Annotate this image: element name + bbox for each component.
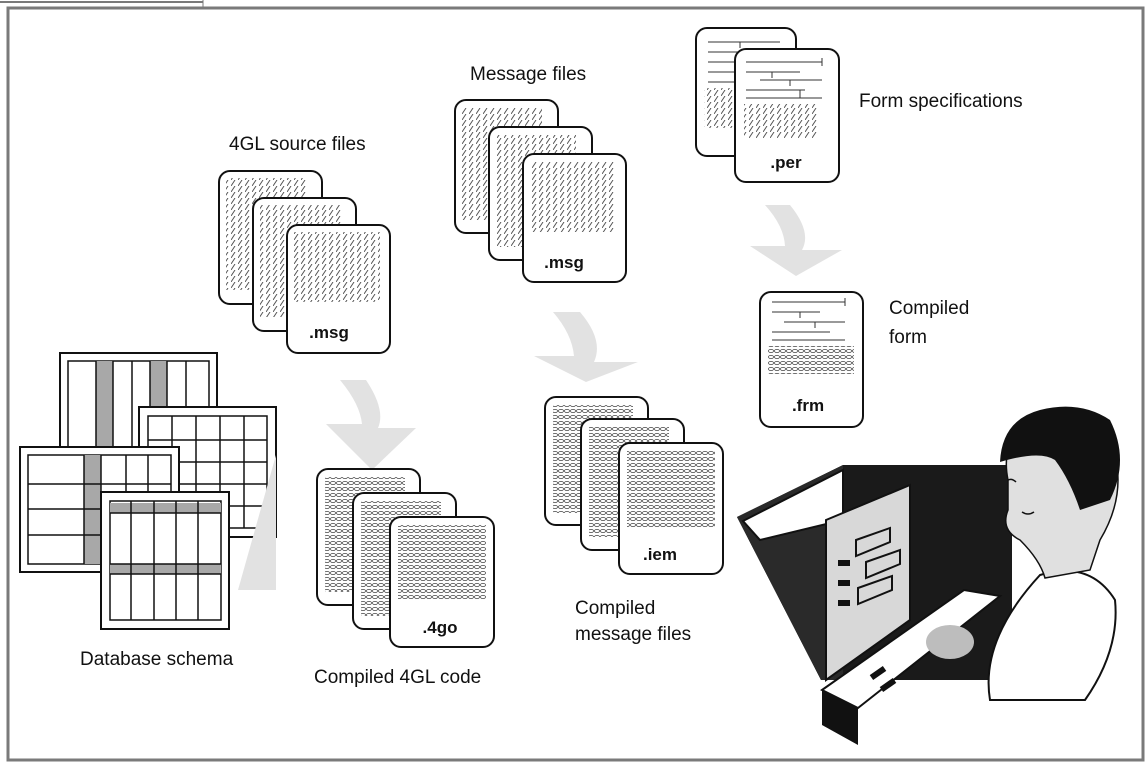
database-schema-label: Database schema (80, 649, 234, 670)
source-ext-label: .msg (309, 323, 349, 342)
document-stack-icon: .msg (522, 153, 627, 283)
compiled-form-label-line1: Compiled (889, 298, 970, 319)
compiled-form-label-line2: form (889, 327, 927, 348)
diagram-frame (6, 6, 1145, 762)
compiled-msg-ext-label: .iem (643, 545, 677, 564)
message-files-label: Message files (470, 64, 587, 85)
source-files-label: 4GL source files (229, 134, 366, 155)
arrow-down-icon (534, 312, 638, 382)
compiled-code-ext-label: .4go (423, 618, 458, 637)
database-schema-group (19, 352, 277, 630)
computer-monitor-icon (737, 465, 1012, 745)
compiled-form-doc: .frm (759, 291, 864, 428)
compiled-message-label-line2: message files (575, 624, 692, 645)
form-spec-ext-label: .per (770, 153, 802, 172)
hand (926, 625, 974, 659)
message-ext-label: .msg (544, 253, 584, 272)
person-icon (926, 406, 1120, 701)
form-specifications-label: Form specifications (859, 91, 1023, 112)
compiled-message-stack: .iem (544, 396, 724, 575)
document-stack-icon: .per (734, 48, 840, 183)
compiled-code-label: Compiled 4GL code (314, 667, 482, 688)
arrow-down-icon (326, 380, 416, 470)
document-stack-icon: .msg (286, 224, 391, 354)
document-stack-icon: .iem (618, 442, 724, 575)
compiled-form-ext-label: .frm (792, 396, 824, 415)
source-files-stack: .msg (218, 170, 391, 354)
document-stack-icon: .frm (759, 291, 864, 428)
arrow-down-icon (750, 205, 842, 276)
compiled-message-label-line1: Compiled (575, 598, 656, 619)
schema-shadow (238, 455, 276, 590)
database-table-icon (100, 491, 230, 630)
message-files-stack: .msg (454, 99, 627, 283)
document-stack-icon: .4go (389, 516, 495, 648)
form-spec-stack: .per (695, 27, 840, 183)
compiled-code-stack: .4go (316, 468, 495, 648)
